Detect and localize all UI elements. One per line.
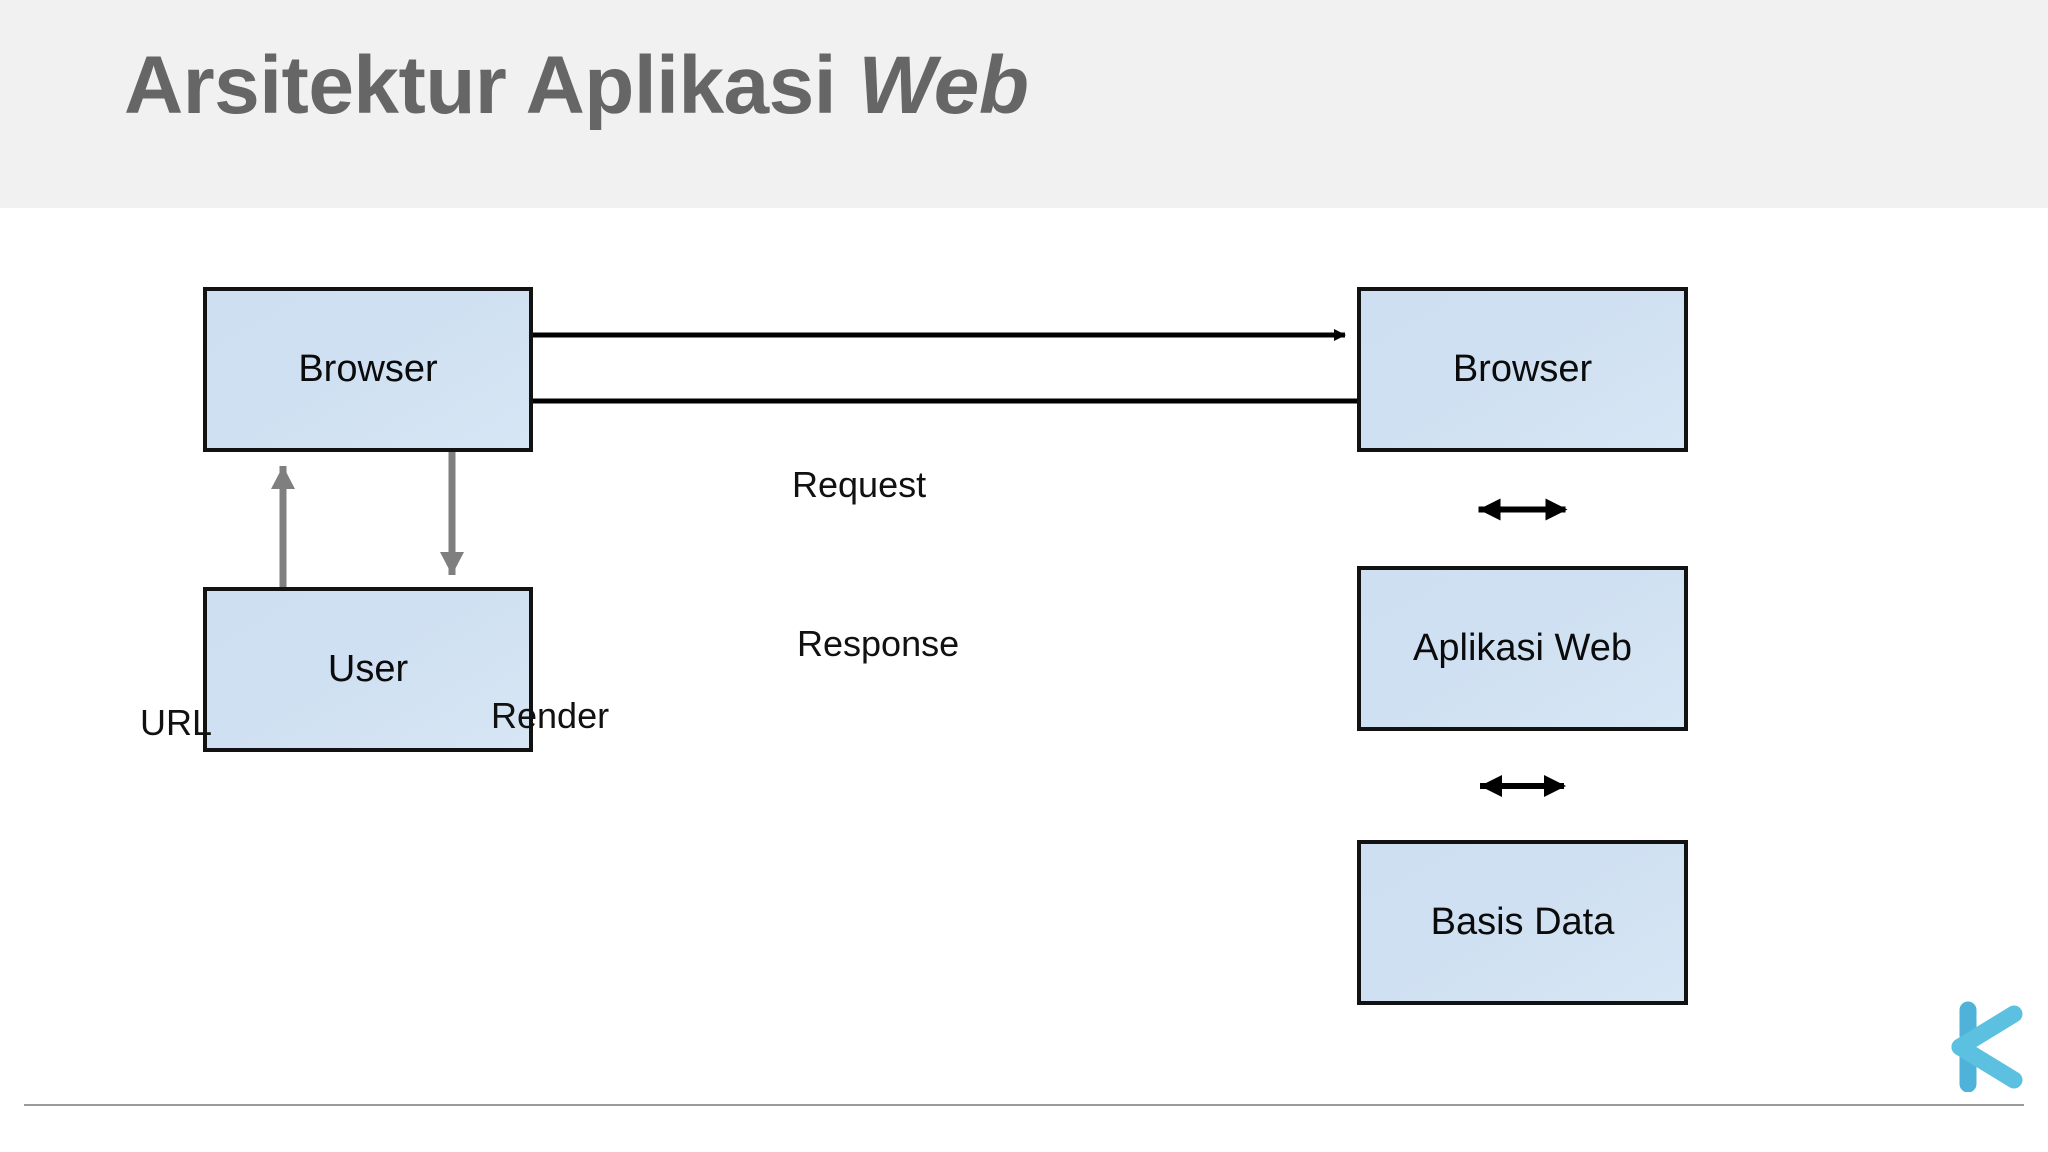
- edge-label-response: Response: [797, 623, 960, 664]
- node-browser-client[interactable]: Browser: [203, 287, 533, 452]
- page-title-main: Arsitektur Aplikasi: [124, 40, 859, 131]
- architecture-diagram: Browser User Browser Aplikasi Web Basis …: [0, 208, 2048, 1152]
- footer-divider: [24, 1104, 2024, 1106]
- node-user[interactable]: User: [203, 587, 533, 752]
- edge-label-url: URL: [140, 702, 213, 743]
- node-label: Browser: [298, 348, 438, 390]
- node-label: Basis Data: [1430, 901, 1615, 943]
- node-basis-data[interactable]: Basis Data: [1357, 840, 1688, 1005]
- page-title-emphasis: Web: [858, 40, 1029, 131]
- node-browser-server[interactable]: Browser: [1357, 287, 1688, 452]
- node-label: Browser: [1452, 348, 1593, 390]
- node-aplikasi-web[interactable]: Aplikasi Web: [1357, 566, 1688, 731]
- slide-header-band: Arsitektur Aplikasi Web: [0, 0, 2048, 208]
- edge-label-request: Request: [792, 464, 927, 505]
- edge-label-render: Render: [491, 695, 610, 736]
- node-label: Aplikasi Web: [1413, 627, 1632, 669]
- brand-chevron-logo: [1951, 1001, 2023, 1092]
- page-title: Arsitektur Aplikasi Web: [124, 38, 1029, 134]
- node-label: User: [327, 648, 409, 690]
